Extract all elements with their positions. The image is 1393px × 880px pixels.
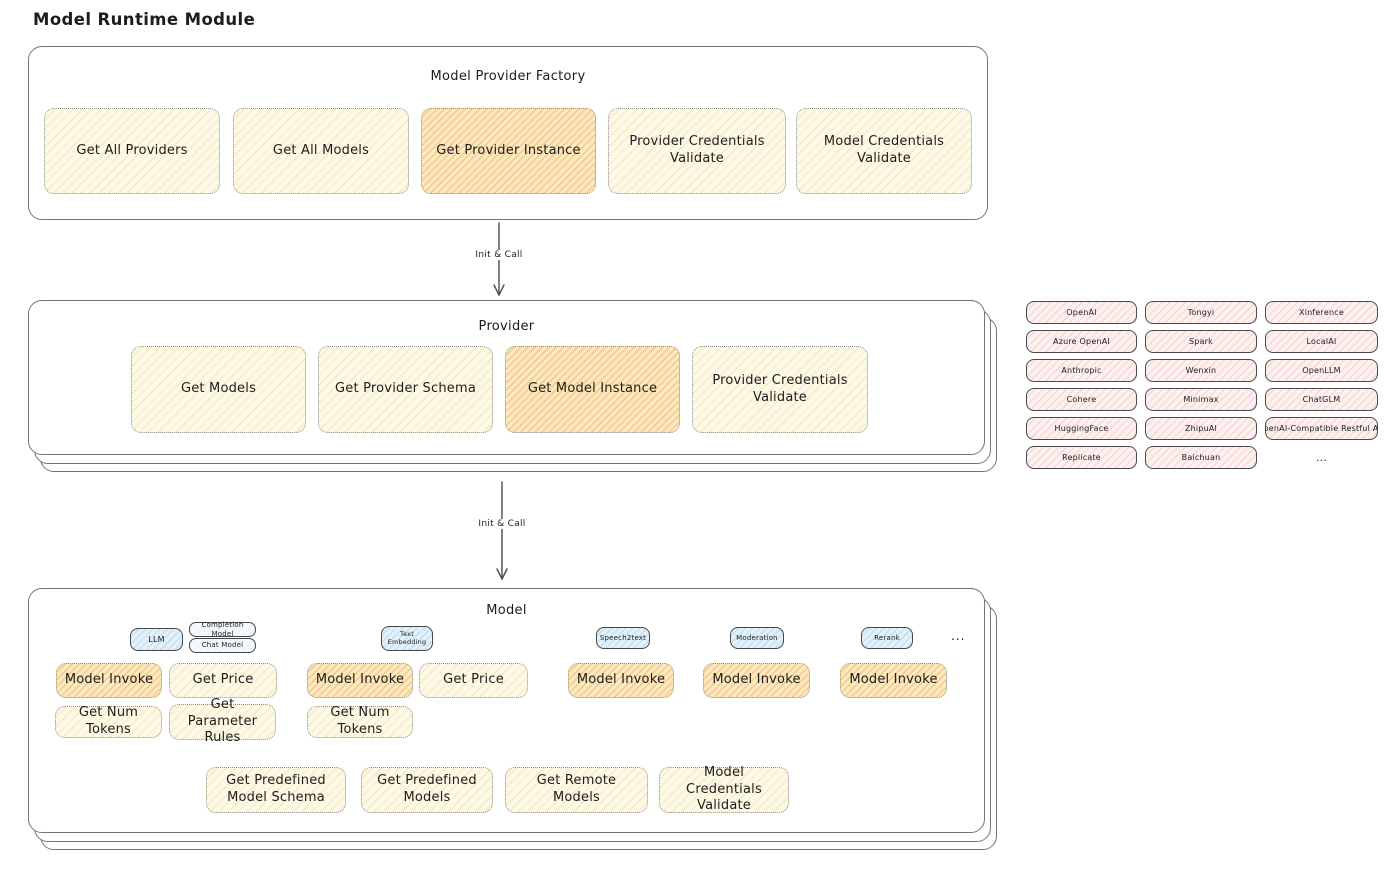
factory-panel-body: Model Provider Factory Get All Providers…: [28, 46, 988, 220]
model-node-moderation-model-invoke: Model Invoke: [703, 663, 810, 698]
factory-node-model-credentials-validate: Model Credentials Validate: [796, 108, 972, 194]
provider-item-openai-compatible: OpenAI-Compatible Restful API: [1265, 417, 1378, 440]
factory-node-get-all-models: Get All Models: [233, 108, 409, 194]
arrow-provider-to-model: [496, 481, 508, 580]
provider-item-localai: LocalAI: [1265, 330, 1378, 353]
factory-panel: Model Provider Factory Get All Providers…: [28, 46, 988, 220]
arrow-label-init-call-2: Init & Call: [474, 519, 530, 529]
model-node-embedding-get-num-tokens: Get Num Tokens: [307, 705, 413, 738]
model-node-embedding-model-invoke: Model Invoke: [307, 663, 413, 698]
model-node-speech2text-model-invoke: Model Invoke: [568, 663, 674, 698]
model-node-rerank-model-invoke: Model Invoke: [840, 663, 947, 698]
factory-node-provider-credentials-validate: Provider Credentials Validate: [608, 108, 786, 194]
provider-node-get-models: Get Models: [131, 346, 306, 433]
provider-item-more-ellipsis: ...: [1315, 451, 1328, 464]
provider-item-openai: OpenAI: [1026, 301, 1137, 324]
tag-text-embedding: Text Embedding: [381, 626, 433, 651]
provider-item-minimax: Minimax: [1145, 388, 1257, 411]
model-node-embedding-get-price: Get Price: [419, 663, 528, 698]
tag-moderation: Moderation: [730, 627, 784, 649]
model-node-llm-get-num-tokens: Get Num Tokens: [55, 705, 162, 738]
factory-title: Model Provider Factory: [430, 69, 586, 84]
diagram-title: Model Runtime Module: [33, 10, 256, 29]
model-node-llm-get-price: Get Price: [169, 663, 277, 698]
model-node-model-credentials-validate: Model Credentials Validate: [659, 765, 789, 813]
provider-list-grid: OpenAI Tongyi Xinference Azure OpenAI Sp…: [1026, 301, 1378, 469]
provider-item-tongyi: Tongyi: [1145, 301, 1257, 324]
provider-item-huggingface: HuggingFace: [1026, 417, 1137, 440]
provider-node-get-model-instance: Get Model Instance: [505, 346, 680, 433]
model-panel-body: Model LLM Completion Model Chat Model Te…: [28, 588, 985, 833]
arrow-factory-to-provider: [493, 222, 505, 296]
tag-llm: LLM: [130, 628, 183, 651]
provider-item-zhipuai: ZhipuAI: [1145, 417, 1257, 440]
tags-more-ellipsis: ...: [951, 629, 966, 643]
provider-node-get-provider-schema: Get Provider Schema: [318, 346, 493, 433]
model-node-get-predefined-model-schema: Get Predefined Model Schema: [206, 767, 346, 813]
model-node-get-remote-models: Get Remote Models: [505, 767, 648, 813]
provider-panel-body: Provider Get Models Get Provider Schema …: [28, 300, 985, 455]
model-panel: Model LLM Completion Model Chat Model Te…: [28, 588, 997, 850]
provider-panel: Provider Get Models Get Provider Schema …: [28, 300, 997, 472]
provider-item-xinference: Xinference: [1265, 301, 1378, 324]
tag-speech2text: Speech2text: [596, 627, 650, 649]
arrow-label-init-call-1: Init & Call: [471, 250, 527, 260]
provider-item-azure-openai: Azure OpenAI: [1026, 330, 1137, 353]
provider-item-chatglm: ChatGLM: [1265, 388, 1378, 411]
model-node-llm-get-parameter-rules: Get Parameter Rules: [169, 697, 276, 745]
tag-chat-model: Chat Model: [189, 638, 256, 653]
model-node-llm-model-invoke: Model Invoke: [56, 663, 162, 698]
tag-rerank: Rerank: [861, 627, 913, 649]
factory-node-get-all-providers: Get All Providers: [44, 108, 220, 194]
provider-item-cohere: Cohere: [1026, 388, 1137, 411]
provider-item-openllm: OpenLLM: [1265, 359, 1378, 382]
model-title: Model: [486, 603, 527, 618]
provider-title: Provider: [478, 319, 535, 334]
provider-node-provider-credentials-validate: Provider Credentials Validate: [692, 346, 868, 433]
provider-item-wenxin: Wenxin: [1145, 359, 1257, 382]
tag-completion-model: Completion Model: [189, 621, 256, 638]
factory-node-get-provider-instance: Get Provider Instance: [421, 108, 596, 194]
model-node-get-predefined-models: Get Predefined Models: [361, 767, 493, 813]
provider-item-baichuan: Baichuan: [1145, 446, 1257, 469]
provider-item-replicate: Replicate: [1026, 446, 1137, 469]
provider-item-anthropic: Anthropic: [1026, 359, 1137, 382]
provider-item-spark: Spark: [1145, 330, 1257, 353]
